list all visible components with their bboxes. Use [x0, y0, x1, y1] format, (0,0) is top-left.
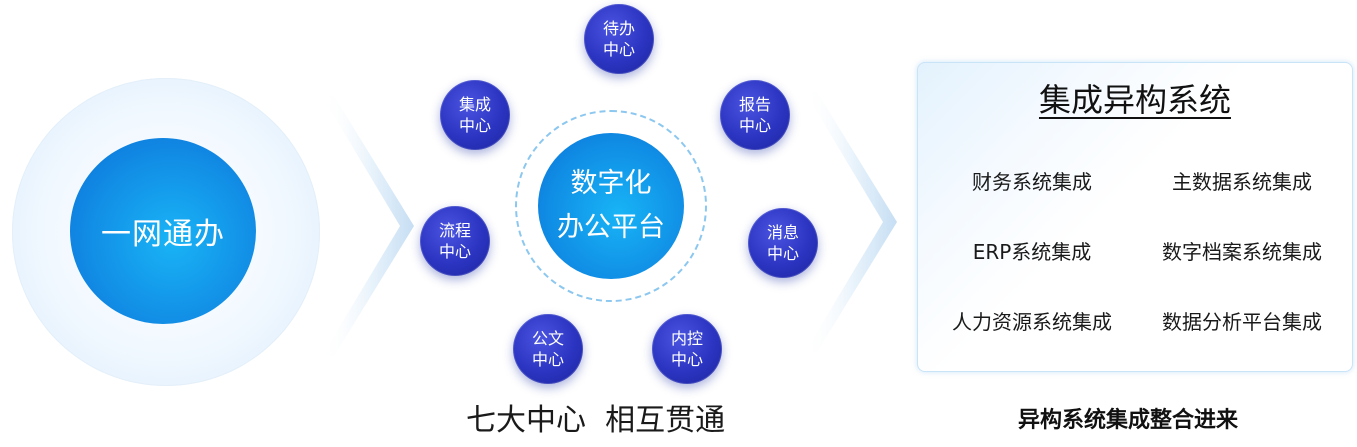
- node-todo-center: 待办 中心: [584, 4, 654, 74]
- node-label-line1: 消息: [766, 223, 799, 242]
- node-label-line2: 中心: [766, 244, 799, 263]
- node-workflow-center: 流程 中心: [420, 206, 490, 276]
- node-label-line2: 中心: [670, 350, 703, 369]
- node-integration-center: 集成 中心: [440, 80, 510, 150]
- node-label-line2: 中心: [438, 242, 471, 261]
- list-item: 财务系统集成: [972, 170, 1092, 194]
- core-circle: 一网通办: [70, 138, 256, 324]
- right-caption: 异构系统集成整合进来: [1018, 408, 1239, 433]
- node-label-line1: 报告: [738, 95, 771, 114]
- panel-title-text: 集成异构系统: [1038, 81, 1231, 119]
- node-label-line1: 公文: [531, 329, 564, 348]
- node-internal-control-center: 内控 中心: [652, 314, 722, 384]
- node-document-center: 公文 中心: [513, 314, 583, 384]
- list-item: 人力资源系统集成: [952, 310, 1112, 334]
- list-item: 数字档案系统集成: [1162, 240, 1322, 264]
- node-label-line1: 内控: [670, 329, 703, 348]
- chevron-arrow-1: [322, 96, 414, 356]
- chevron-arrow-2: [805, 92, 897, 352]
- hub-label-line1: 数字化: [570, 168, 652, 199]
- node-label-line2: 中心: [738, 116, 771, 135]
- node-label-line2: 中心: [531, 350, 564, 369]
- hub-label-line2: 办公平台: [557, 212, 665, 243]
- node-label-line1: 流程: [438, 221, 471, 240]
- list-item: ERP系统集成: [972, 240, 1092, 264]
- node-label-line2: 中心: [458, 116, 491, 135]
- hub-circle: 数字化 办公平台: [538, 133, 684, 279]
- list-item: 数据分析平台集成: [1162, 310, 1322, 334]
- integration-panel: 集成异构系统 财务系统集成 主数据系统集成 ERP系统集成 数字档案系统集成 人…: [917, 62, 1353, 372]
- list-item: 主数据系统集成: [1172, 170, 1312, 194]
- node-message-center: 消息 中心: [748, 208, 818, 278]
- node-report-center: 报告 中心: [720, 80, 790, 150]
- core-label: 一网通办: [101, 217, 225, 252]
- center-caption: 七大中心 相互贯通: [466, 403, 726, 438]
- node-label-line1: 待办: [602, 19, 635, 38]
- hub-dashed-ring: [515, 110, 707, 302]
- node-label-line2: 中心: [602, 40, 635, 59]
- node-label-line1: 集成: [458, 95, 491, 114]
- panel-title: 集成异构系统: [918, 75, 1352, 121]
